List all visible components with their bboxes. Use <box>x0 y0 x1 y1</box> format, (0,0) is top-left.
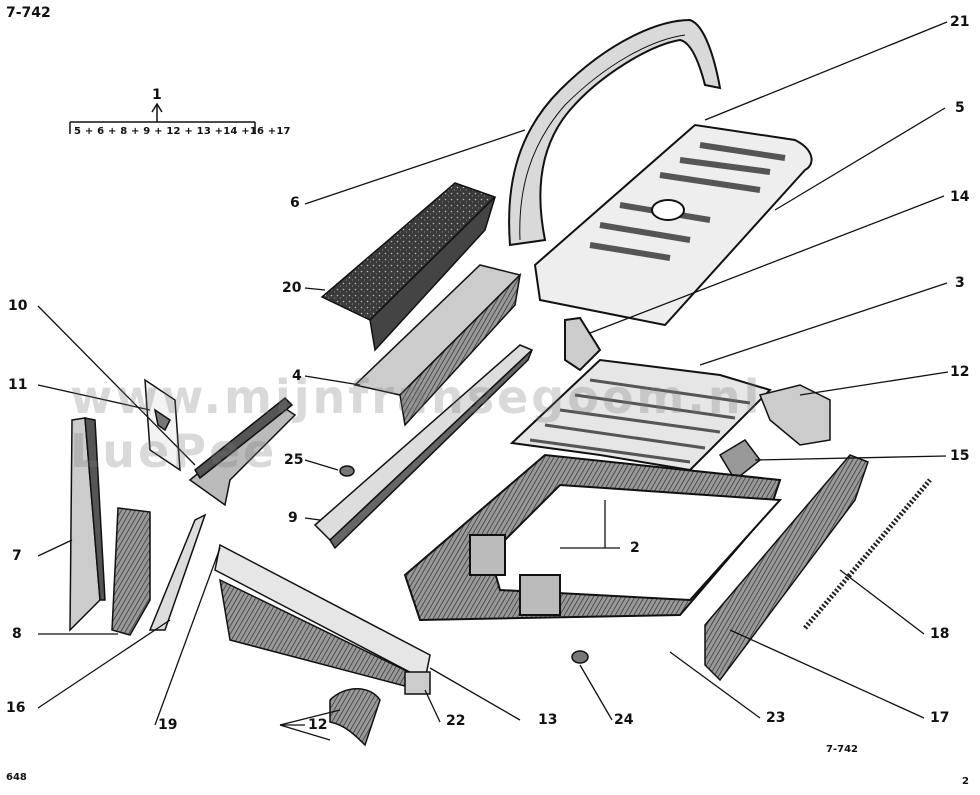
assembly-components: 5 + 6 + 8 + 9 + 12 + 13 +14 +16 +17 <box>74 126 291 137</box>
part-2-frame <box>403 453 783 622</box>
callout-14: 14 <box>950 189 970 205</box>
part-9-sill-rail <box>313 344 534 550</box>
part-16-strip <box>148 513 207 631</box>
leader-lines <box>37 21 949 741</box>
part-4-heatshield <box>353 264 522 427</box>
callout-12-right: 12 <box>950 364 970 380</box>
part-5-floor-panel <box>533 123 813 327</box>
callout-5: 5 <box>955 100 965 116</box>
callout-4: 4 <box>292 368 302 384</box>
part-3-rear-floor <box>509 316 772 472</box>
part-8-pillar-panel <box>111 507 151 636</box>
page-number-right: 2 <box>962 776 969 787</box>
callout-25: 25 <box>284 452 304 468</box>
callout-16: 16 <box>6 700 26 716</box>
callout-20: 20 <box>282 280 302 296</box>
footer-number: 7-742 <box>826 744 858 755</box>
callout-19: 19 <box>158 717 178 733</box>
callout-17: 17 <box>930 710 950 726</box>
callout-23: 23 <box>766 710 786 726</box>
assembly-number: 1 <box>152 87 162 103</box>
callout-6: 6 <box>290 195 300 211</box>
part-10-bracket <box>188 396 297 507</box>
part-12-wheelarch-piece <box>329 688 381 747</box>
callout-9: 9 <box>288 510 298 526</box>
callout-12-bottom: 12 <box>308 717 328 733</box>
page-number-left: 648 <box>6 772 27 783</box>
watermark: www.mijnfransegoom.nl LuePee <box>70 370 763 478</box>
part-21-rear-arch <box>508 18 722 247</box>
drawing-number: 7-742 <box>6 5 51 21</box>
callout-13: 13 <box>538 712 558 728</box>
part-11-gusset <box>144 378 181 472</box>
part-18-seal-strip <box>803 478 932 630</box>
part-20-insulation-mat <box>320 182 497 352</box>
part-7-pillar <box>69 417 106 632</box>
part-12-15-brackets <box>718 384 831 482</box>
callout-7: 7 <box>12 548 22 564</box>
callout-8: 8 <box>12 626 22 642</box>
callout-18: 18 <box>930 626 950 642</box>
callout-21: 21 <box>950 14 970 30</box>
part-13-side-member <box>214 543 431 695</box>
callout-11: 11 <box>8 377 28 393</box>
callout-3: 3 <box>955 275 965 291</box>
part-24-plug <box>571 650 589 664</box>
callout-2: 2 <box>630 540 640 556</box>
part-25-plug <box>339 465 355 477</box>
callout-24: 24 <box>614 712 634 728</box>
callout-10: 10 <box>8 298 28 314</box>
callout-22: 22 <box>446 713 466 729</box>
callout-15: 15 <box>950 448 970 464</box>
part-23-sill <box>704 454 869 682</box>
assembly-bracket <box>69 102 256 134</box>
